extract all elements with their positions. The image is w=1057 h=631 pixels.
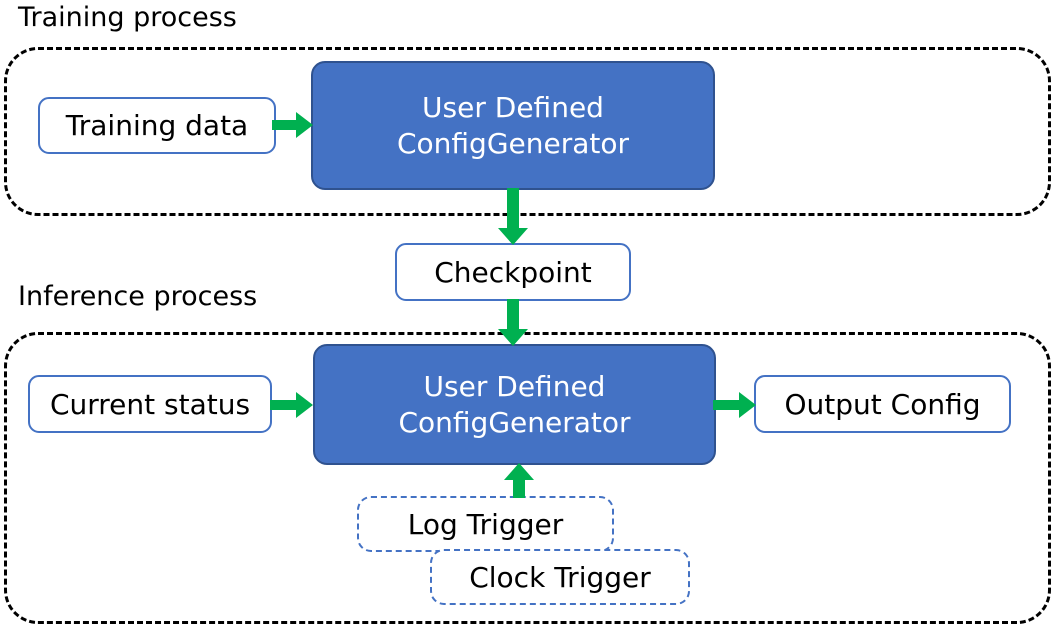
- arrow-checkpoint-to-inference-generator-icon: [497, 299, 529, 347]
- arrow-training-data-to-generator-icon: [272, 110, 314, 140]
- node-current-status-label: Current status: [49, 387, 251, 421]
- node-inference-user-defined-configgenerator[interactable]: User Defined ConfigGenerator: [313, 344, 716, 465]
- arrow-generator-to-checkpoint-icon: [497, 188, 529, 246]
- node-checkpoint[interactable]: Checkpoint: [395, 243, 631, 301]
- node-checkpoint-label: Checkpoint: [434, 255, 592, 289]
- arrow-generator-to-output-config-icon: [713, 390, 757, 420]
- node-current-status[interactable]: Current status: [28, 375, 272, 433]
- training-process-title: Training process: [18, 2, 237, 33]
- node-log-trigger[interactable]: Log Trigger: [357, 496, 614, 552]
- node-training-user-defined-configgenerator[interactable]: User Defined ConfigGenerator: [311, 61, 715, 190]
- node-output-config-label: Output Config: [784, 387, 981, 421]
- node-training-data-label: Training data: [65, 109, 249, 142]
- inference-process-title: Inference process: [18, 281, 258, 312]
- inference-process-container: [4, 332, 1051, 624]
- arrow-triggers-to-generator-icon: [503, 463, 535, 499]
- training-process-container: [4, 47, 1051, 216]
- node-output-config[interactable]: Output Config: [754, 375, 1011, 433]
- node-clock-trigger[interactable]: Clock Trigger: [430, 549, 690, 605]
- node-clock-trigger-label: Clock Trigger: [469, 560, 651, 594]
- node-inference-user-defined-configgenerator-label: User Defined ConfigGenerator: [398, 369, 631, 439]
- node-training-data[interactable]: Training data: [38, 97, 276, 154]
- node-log-trigger-label: Log Trigger: [407, 507, 564, 541]
- arrow-current-status-to-generator-icon: [270, 390, 314, 420]
- node-training-user-defined-configgenerator-label: User Defined ConfigGenerator: [396, 90, 630, 160]
